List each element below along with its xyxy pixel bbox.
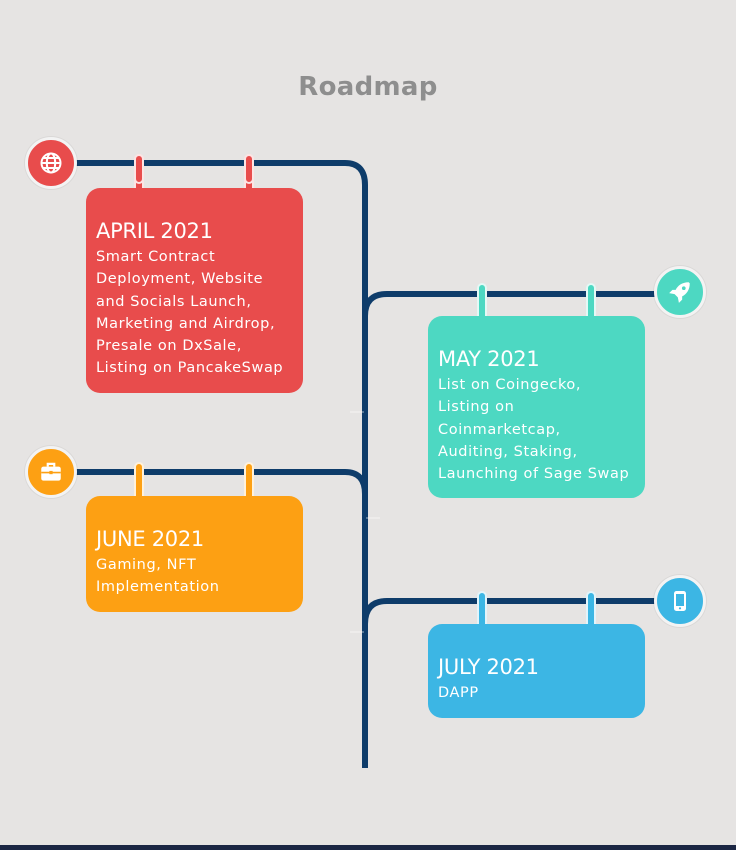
milestone-description: DAPP <box>438 685 479 701</box>
milestone-card-july: JULY 2021 DAPP <box>428 624 645 718</box>
milestone-description: Gaming, NFT Implementation <box>96 557 220 596</box>
milestone-heading: MAY 2021 <box>438 347 540 371</box>
branch-june <box>50 469 368 495</box>
branch-may <box>362 291 680 317</box>
page-title: Roadmap <box>298 72 438 102</box>
milestone-description: Smart Contract Deployment, Website and S… <box>96 249 284 377</box>
card-hanger <box>244 154 254 184</box>
milestone-heading: JUNE 2021 <box>96 527 204 551</box>
milestone-card-may: MAY 2021 List on Coingecko, Listing on C… <box>428 316 645 498</box>
milestone-heading: JULY 2021 <box>438 655 539 679</box>
milestone-description: List on Coingecko, Listing on Coinmarket… <box>438 377 630 483</box>
milestone-card-june: JUNE 2021 Gaming, NFT Implementation <box>86 496 303 612</box>
globe-icon <box>25 137 77 189</box>
branch-july <box>362 598 680 625</box>
smartphone-icon <box>654 575 706 627</box>
rocket-icon <box>654 266 706 318</box>
briefcase-icon <box>25 446 77 498</box>
card-hanger <box>134 154 144 184</box>
bottom-bar <box>0 845 736 850</box>
milestone-card-april: APRIL 2021 Smart Contract Deployment, We… <box>86 188 303 393</box>
milestone-heading: APRIL 2021 <box>96 219 213 243</box>
branch-april <box>50 160 368 186</box>
